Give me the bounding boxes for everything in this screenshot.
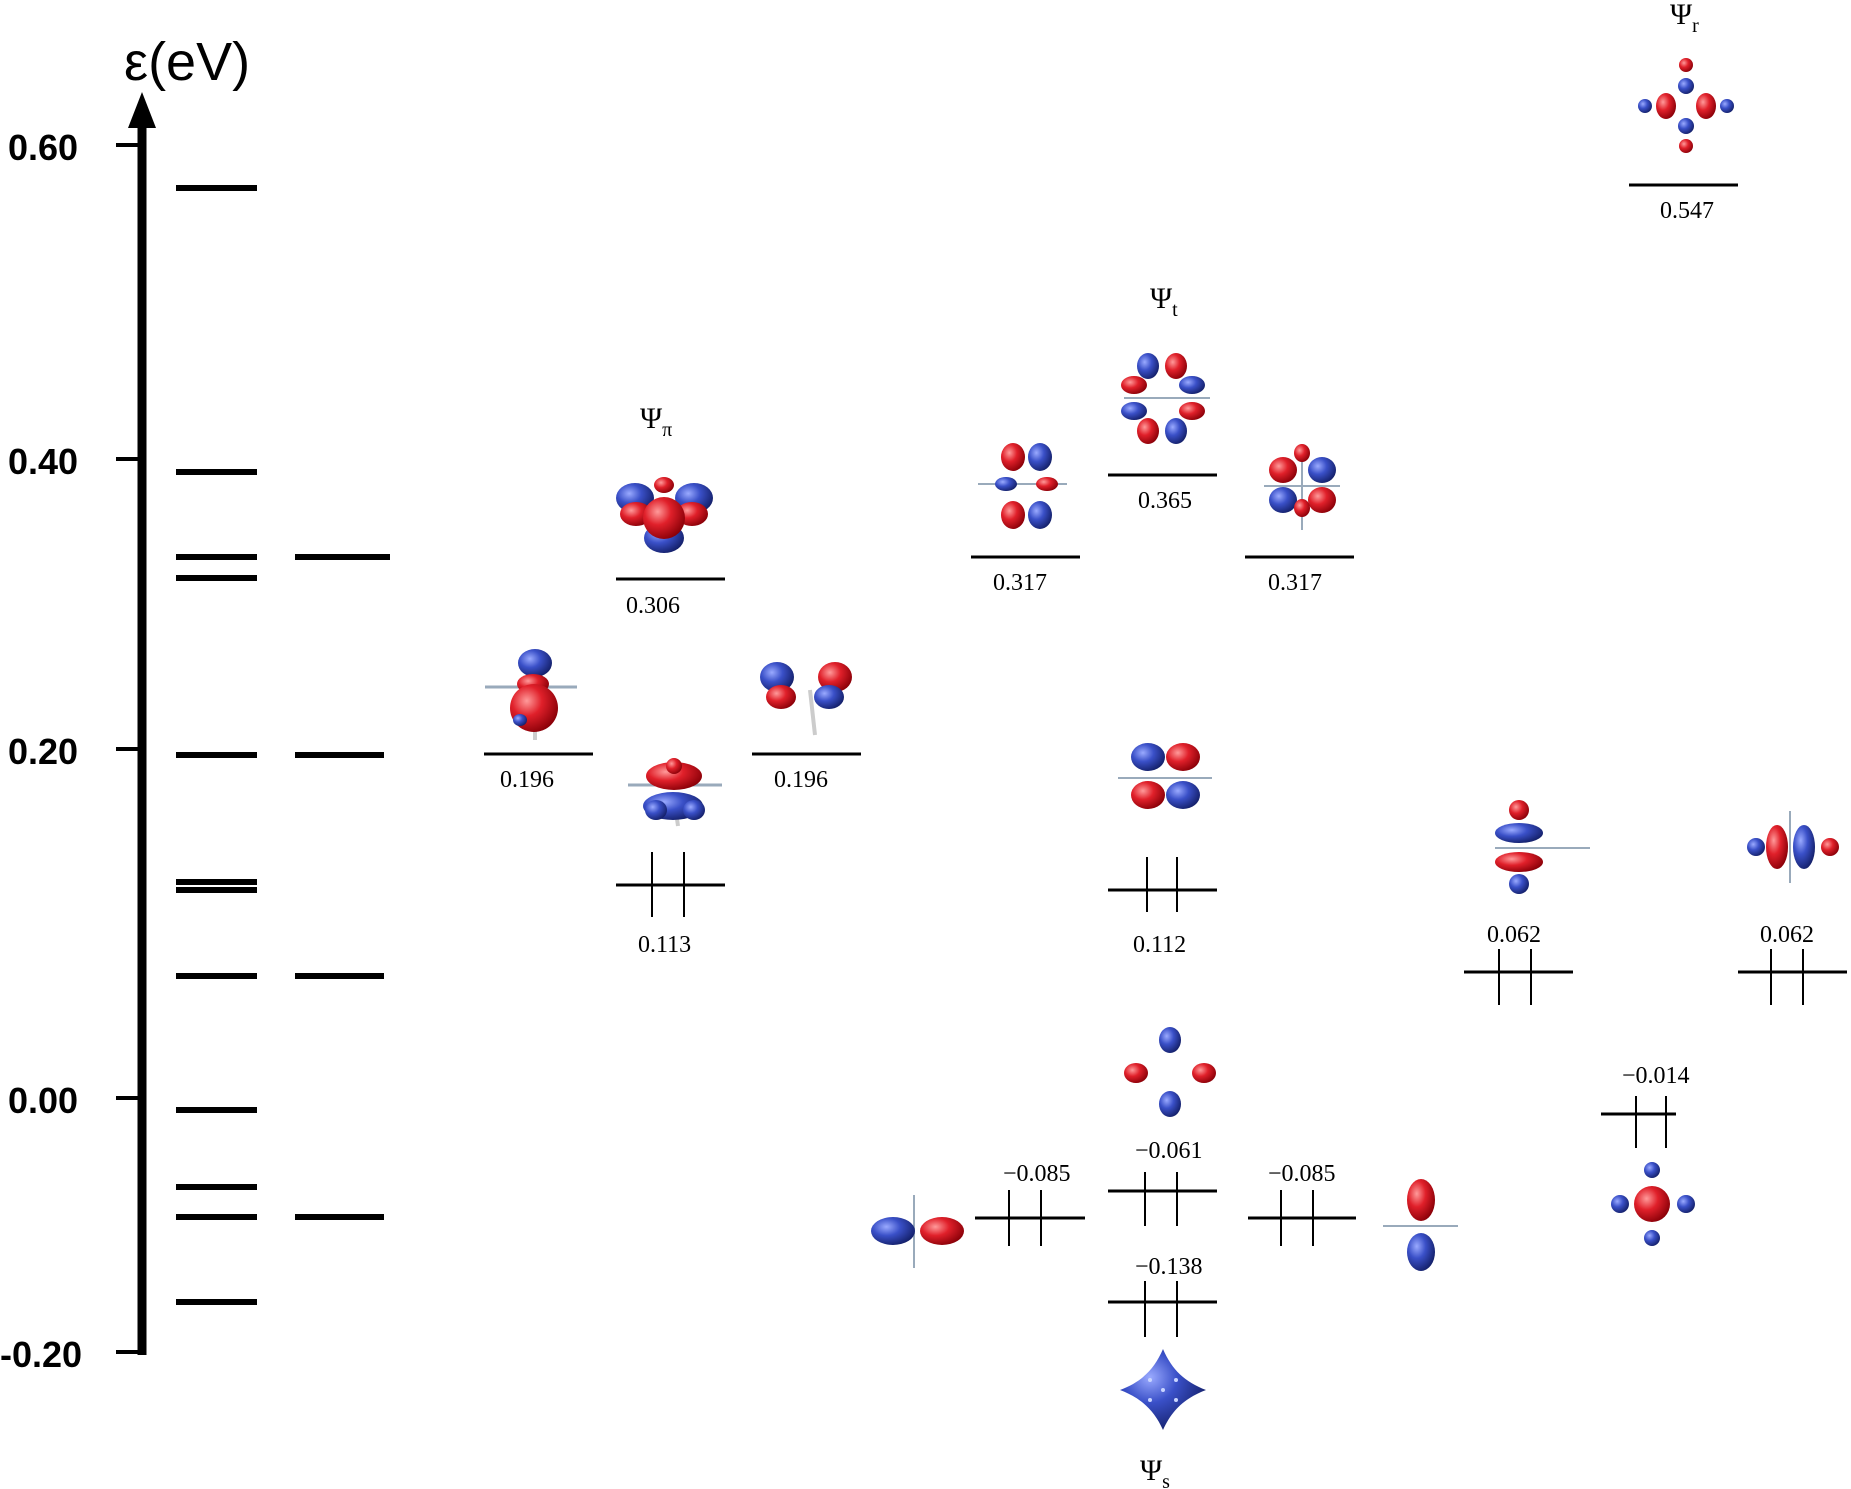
level-label-minus-0.061: −0.061 [1135,1138,1203,1164]
level-label-minus-0.085-right: −0.085 [1268,1161,1336,1187]
orbital-picture-psi-t [1121,353,1210,444]
level-label-0.196-left: 0.196 [500,767,554,793]
orbital-picture-0.062-right [1747,811,1839,883]
level-label-0.306: 0.306 [626,593,680,619]
orbital-picture-0.062-left [1495,800,1590,894]
tick-label-minus-0.20: -0.20 [0,1334,82,1375]
psi-pi-label: Ψπ [640,402,672,441]
orbital-picture-minus-0.014 [1611,1162,1695,1246]
level-label-0.113: 0.113 [638,932,691,958]
level-minus-0.061-occupied [1108,1172,1217,1226]
level-label-0.196-right: 0.196 [774,767,828,793]
level-0.062-left-occupied [1464,949,1573,1005]
axis-title: ε(eV) [124,32,250,92]
orbital-picture-minus-0.085-right [1383,1179,1458,1271]
orbital-picture-psi-pi [616,477,713,553]
psi-t-label: Ψt [1150,282,1178,321]
level-minus-0.085-left-occupied [975,1190,1085,1246]
level-0.112-occupied [1108,857,1217,912]
spectrum-column-2 [295,554,390,1220]
orbital-picture-minus-0.061 [1124,1027,1216,1117]
level-minus-0.014-occupied [1601,1096,1676,1148]
level-label-minus-0.014: −0.014 [1622,1063,1690,1089]
orbital-picture-0.112 [1118,743,1212,809]
spectrum-column-1 [176,185,257,1305]
level-label-minus-0.085-left: −0.085 [1003,1161,1071,1187]
level-0.062-right-occupied [1738,949,1847,1005]
orbital-picture-0.113 [628,758,722,827]
level-label-0.365: 0.365 [1138,488,1192,514]
psi-r-label: Ψr [1670,0,1699,37]
level-label-0.317-left: 0.317 [993,570,1047,596]
level-minus-0.085-right-occupied [1248,1190,1356,1246]
level-label-0.317-right: 0.317 [1268,570,1322,596]
level-label-minus-0.138: −0.138 [1135,1254,1203,1280]
orbital-picture-psi-s [1120,1349,1206,1430]
orbital-picture-psi-r [1638,58,1734,153]
level-label-0.112: 0.112 [1133,932,1186,958]
level-label-0.547: 0.547 [1660,198,1714,224]
level-label-0.062-left: 0.062 [1487,922,1541,948]
energy-axis [116,92,156,1355]
orbital-picture-minus-0.085-left [871,1195,964,1268]
level-0.113-occupied [616,852,725,917]
level-minus-0.138-occupied [1108,1281,1217,1337]
level-label-0.062-right: 0.062 [1760,922,1814,948]
orbital-picture-0.196-left [485,649,577,740]
orbital-picture-0.317-right [1264,444,1340,530]
orbital-picture-0.196-right [760,662,852,736]
tick-label-0.20: 0.20 [8,731,78,772]
tick-label-0.00: 0.00 [8,1080,78,1121]
psi-s-label: Ψs [1140,1454,1170,1489]
tick-label-0.60: 0.60 [8,127,78,168]
orbital-picture-0.317-left [978,443,1067,529]
tick-label-0.40: 0.40 [8,441,78,482]
